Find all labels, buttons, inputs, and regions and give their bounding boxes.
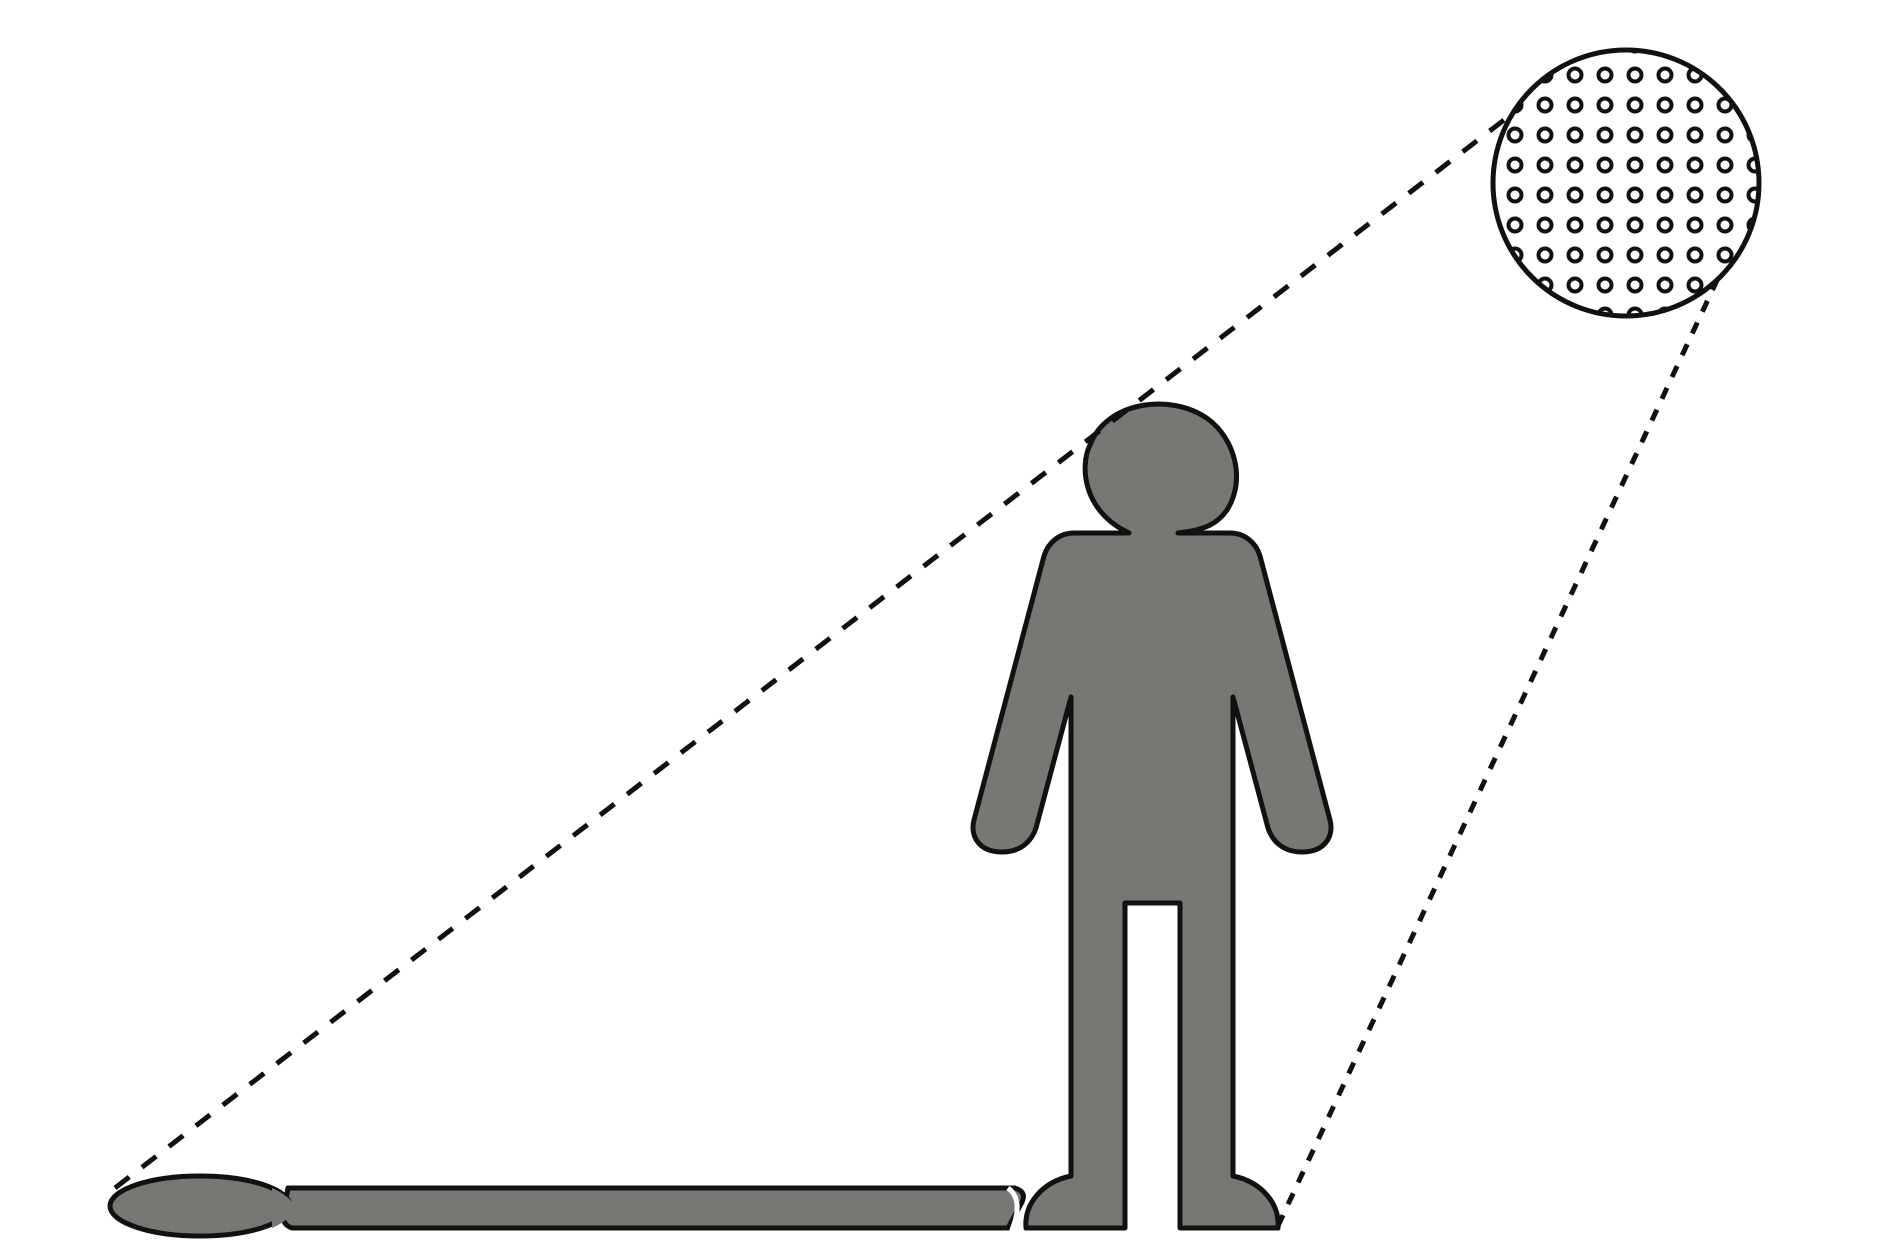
ground-shadow [107, 1173, 1026, 1239]
sun [1490, 47, 1762, 319]
shadow-body [280, 1185, 1026, 1231]
person-body [970, 401, 1334, 1231]
shadow-head [107, 1173, 293, 1239]
shadow-foot-gap [1006, 1186, 1020, 1231]
shadow-neck [272, 1188, 296, 1228]
upper-ray [113, 98, 1532, 1190]
person-silhouette [970, 401, 1334, 1231]
sun-outline [1490, 47, 1762, 319]
lower-ray [1275, 276, 1721, 1228]
sun-dots [1493, 50, 1759, 316]
